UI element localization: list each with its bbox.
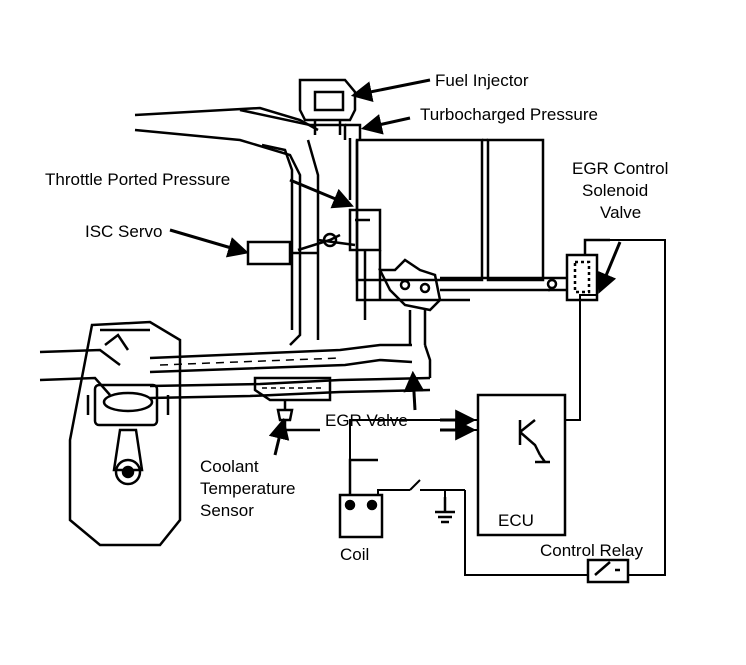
label-egr-control-1: EGR Control xyxy=(572,159,668,178)
label-fuel-injector: Fuel Injector xyxy=(435,71,529,90)
arrow-isc-servo xyxy=(169,228,250,258)
isc-servo xyxy=(246,232,341,266)
fuel-injector xyxy=(239,78,357,140)
label-coolant-1: Coolant xyxy=(200,457,259,476)
throttle-body xyxy=(317,208,382,320)
label-coolant-3: Sensor xyxy=(200,501,254,520)
arrow-throttle-ported-pressure xyxy=(289,178,354,209)
label-egr-control-3: Valve xyxy=(600,203,641,222)
egr-valve-assembly xyxy=(377,258,550,378)
label-throttle-ported-pressure: Throttle Ported Pressure xyxy=(45,170,230,189)
label-turbocharged-pressure: Turbocharged Pressure xyxy=(420,105,598,124)
arrow-turbocharged-pressure xyxy=(360,114,411,135)
label-control-relay: Control Relay xyxy=(540,541,643,560)
arrow-egr-control-solenoid xyxy=(596,241,622,294)
coolant-temperature-sensor xyxy=(276,408,320,432)
intake-manifold xyxy=(149,343,431,400)
label-isc-servo: ISC Servo xyxy=(85,222,162,241)
coolant-reservoir xyxy=(253,376,332,410)
arrow-fuel-injector xyxy=(350,78,431,103)
label-coolant-2: Temperature xyxy=(200,479,295,498)
control-relay xyxy=(586,558,630,584)
label-egr-valve: EGR Valve xyxy=(325,411,408,430)
egr-control-solenoid-valve xyxy=(546,238,610,302)
intake-exhaust-ports xyxy=(39,333,130,396)
arrow-coolant-sensor xyxy=(268,417,290,456)
ignition-coil xyxy=(338,458,384,539)
ground-symbol xyxy=(435,497,455,524)
engine-cylinder xyxy=(68,320,182,547)
label-coil: Coil xyxy=(340,545,369,564)
chamber-block xyxy=(345,123,545,302)
label-ecu: ECU xyxy=(498,511,534,530)
arrow-egr-valve xyxy=(403,370,425,411)
ecu-box xyxy=(476,393,567,537)
callout-arrows xyxy=(169,78,622,456)
label-egr-control-2: Solenoid xyxy=(582,181,648,200)
